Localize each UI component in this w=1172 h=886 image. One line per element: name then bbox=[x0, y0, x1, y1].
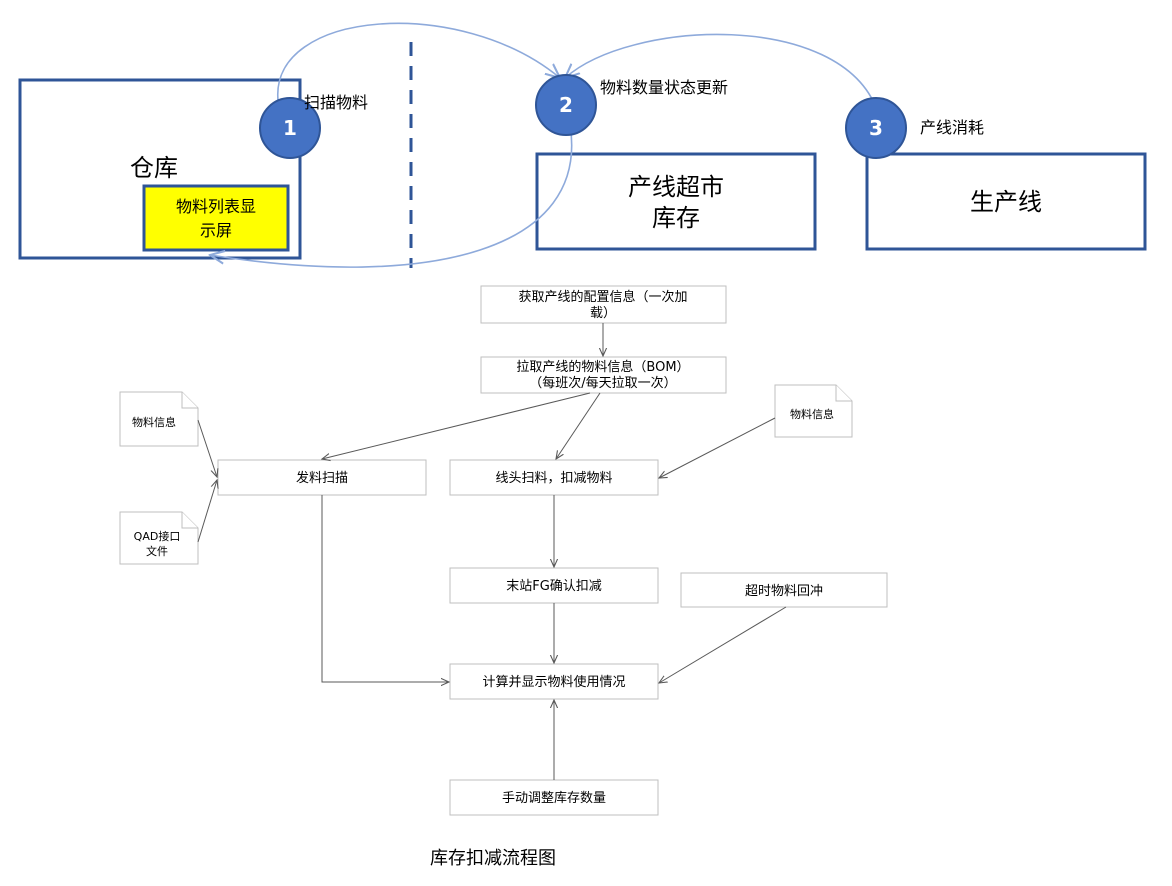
step-2-number: 2 bbox=[559, 93, 573, 117]
screen-label-line2: 示屏 bbox=[200, 221, 232, 240]
issue-scan-label: 发料扫描 bbox=[296, 470, 348, 486]
step-1-number: 1 bbox=[283, 116, 297, 140]
timeout-backflush-label: 超时物料回冲 bbox=[745, 584, 823, 599]
doc-qad-line2: 文件 bbox=[146, 544, 168, 558]
calc-display-label: 计算并显示物料使用情况 bbox=[482, 674, 625, 690]
arrow-bom-to-issue-scan bbox=[322, 392, 591, 459]
scan-to-update-curve bbox=[277, 22, 560, 101]
arrow-bom-to-line-scan bbox=[556, 392, 601, 459]
screen-label-line1: 物料列表显 bbox=[176, 197, 256, 216]
warehouse-label: 仓库 bbox=[130, 154, 178, 182]
arrow-doc-info-to-issue-scan bbox=[197, 419, 217, 477]
arrow-doc-info-to-line-scan bbox=[659, 417, 776, 478]
arrow-backflush-to-calc bbox=[659, 606, 787, 683]
manual-adjust-label: 手动调整库存数量 bbox=[502, 790, 606, 806]
node-issue-scan: 发料扫描 bbox=[217, 459, 427, 496]
node-get-config: 获取产线的配置信息（一次加 载） bbox=[480, 285, 727, 324]
doc-qad-interface: QAD接口 文件 bbox=[119, 511, 199, 565]
step-3-label: 产线消耗 bbox=[920, 118, 984, 137]
consume-to-update-curve bbox=[565, 33, 878, 111]
step-3-number: 3 bbox=[869, 116, 883, 140]
update-to-screen-curve bbox=[210, 124, 573, 268]
material-list-screen: 物料列表显 示屏 bbox=[142, 184, 290, 252]
diagram-caption: 库存扣减流程图 bbox=[430, 848, 556, 869]
step-2-label: 物料数量状态更新 bbox=[600, 78, 728, 97]
pull-bom-line1: 拉取产线的物料信息（BOM） bbox=[516, 359, 689, 375]
step-2: 2 物料数量状态更新 bbox=[535, 74, 728, 136]
fg-confirm-label: 末站FG确认扣减 bbox=[506, 579, 602, 594]
step-3: 3 产线消耗 bbox=[845, 97, 984, 159]
node-timeout-backflush: 超时物料回冲 bbox=[680, 572, 888, 608]
supermarket-zone: 产线超市 库存 bbox=[535, 152, 817, 251]
node-calc-display: 计算并显示物料使用情况 bbox=[449, 663, 659, 700]
node-manual-adjust: 手动调整库存数量 bbox=[449, 779, 659, 816]
supermarket-label-line2: 库存 bbox=[652, 204, 700, 232]
get-config-line1: 获取产线的配置信息（一次加 bbox=[518, 289, 687, 305]
node-line-scan: 线头扫料，扣减物料 bbox=[449, 459, 659, 496]
step-1: 1 扫描物料 bbox=[259, 93, 368, 159]
doc-qad-line1: QAD接口 bbox=[134, 530, 181, 543]
arrow-issue-scan-to-calc bbox=[321, 495, 449, 682]
supermarket-label-line1: 产线超市 bbox=[628, 173, 724, 201]
pull-bom-line2: （每班次/每天拉取一次） bbox=[529, 375, 676, 391]
node-pull-bom: 拉取产线的物料信息（BOM） （每班次/每天拉取一次） bbox=[480, 356, 727, 394]
get-config-line2: 载） bbox=[590, 306, 616, 321]
doc-material-info-right: 物料信息 bbox=[774, 384, 853, 438]
production-line-zone: 生产线 bbox=[865, 152, 1147, 251]
line-scan-label: 线头扫料，扣减物料 bbox=[495, 471, 612, 486]
doc-material-info-left: 物料信息 bbox=[119, 391, 199, 447]
step-1-label: 扫描物料 bbox=[304, 93, 368, 112]
arrow-qad-to-issue-scan bbox=[197, 480, 217, 543]
node-fg-confirm: 末站FG确认扣减 bbox=[449, 567, 659, 604]
production-line-label: 生产线 bbox=[970, 188, 1042, 216]
doc-material-info-right-label: 物料信息 bbox=[790, 407, 834, 421]
doc-material-info-left-label: 物料信息 bbox=[132, 415, 176, 429]
